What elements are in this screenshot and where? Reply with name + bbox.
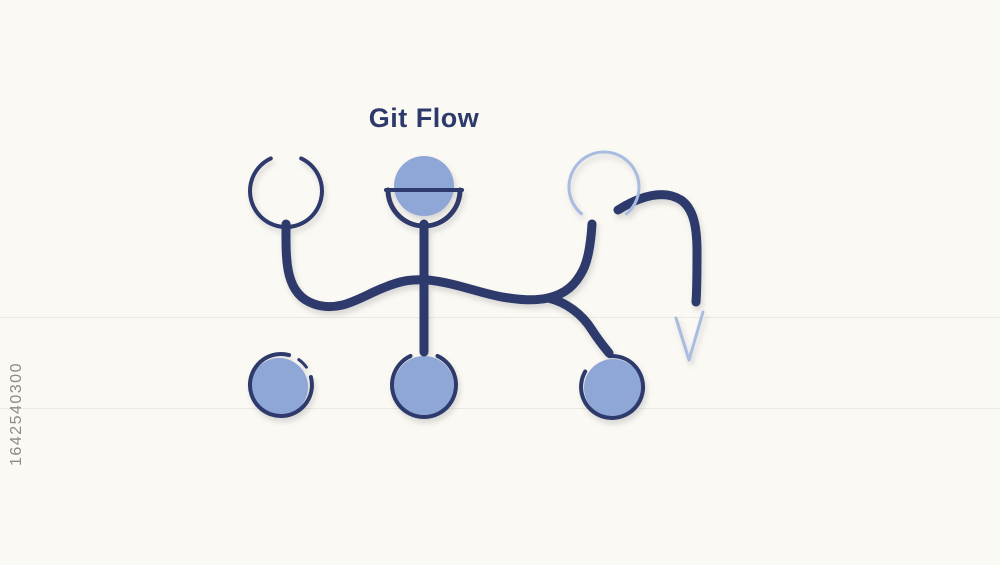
node-bottom-right-fill [584,359,642,417]
node-rings [247,150,646,420]
node-bottom-right-ring [579,354,646,420]
node-bottom-left-ring [247,352,314,419]
branch-lines [281,190,702,358]
branch-up-to-top-right-node [543,219,597,303]
diagram-artwork [247,150,705,420]
branch-main-flow [281,219,553,312]
branch-down-to-bottom-right-node [543,293,614,358]
node-bottom-center-ring [390,354,458,419]
node-top-left-ring [248,156,324,229]
arrowhead-down-icon [674,310,705,362]
node-top-right-ring [567,150,641,216]
node-top-center-fill [394,156,454,216]
node-top-center-cup [385,187,463,229]
node-bottom-left-ring-dash [297,358,308,369]
node-bottom-center-fill [394,356,454,416]
diagram-title: Git Flow [368,103,480,133]
node-bottom-left-fill [250,358,308,416]
branch-arrow-shaft [613,190,702,307]
